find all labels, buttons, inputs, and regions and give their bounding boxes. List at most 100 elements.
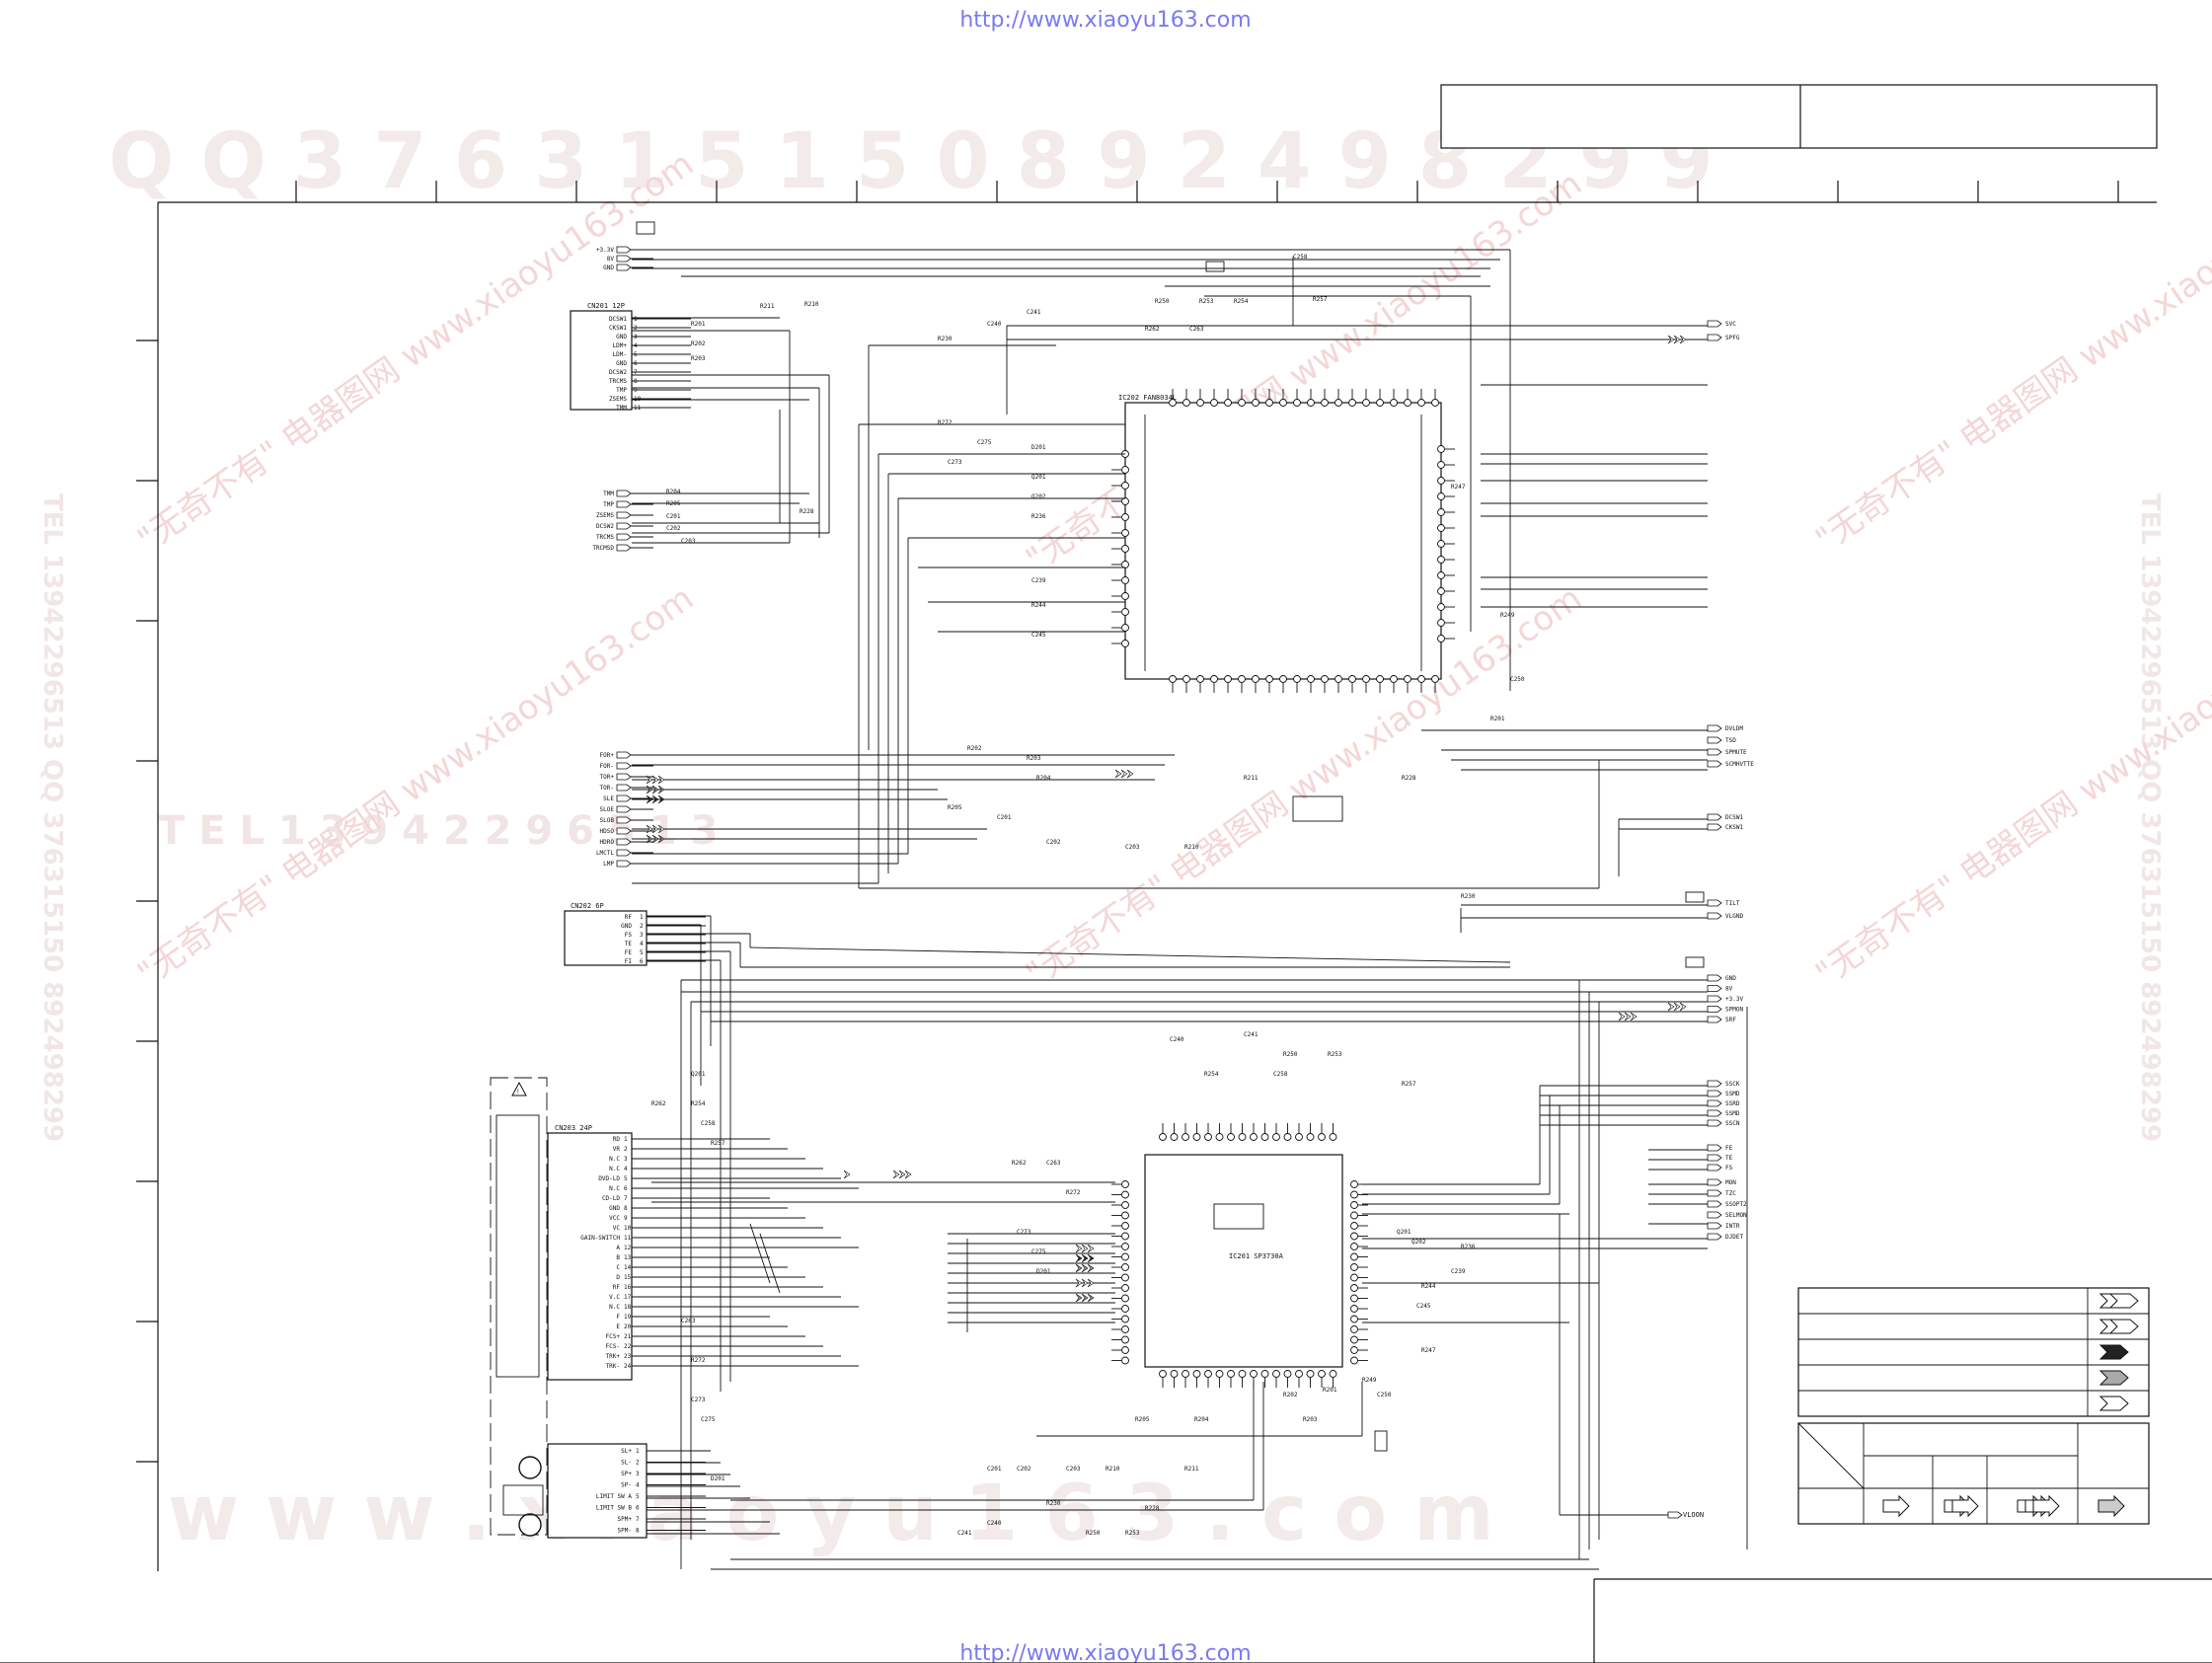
- pin-label: VR: [613, 1146, 621, 1153]
- pin-label: GND: [621, 923, 632, 930]
- signal-label: DVLDM: [1725, 725, 1743, 732]
- signal-label: HDSO: [600, 828, 615, 835]
- signal-label: SSCK: [1725, 1081, 1740, 1088]
- pin-number: 14: [624, 1264, 632, 1271]
- component-label: R253: [1199, 298, 1214, 305]
- flow-arrow-icon: [1630, 1012, 1638, 1021]
- pin-label: LIMIT SW B: [596, 1505, 633, 1512]
- pin-number: 7: [624, 1195, 628, 1202]
- pin-label: SP-: [621, 1482, 632, 1489]
- flow-arrow-icon: [651, 785, 659, 794]
- component-label: C202: [1017, 1466, 1031, 1473]
- component-label: R250: [1086, 1530, 1101, 1537]
- legend: [1797, 1287, 2150, 1525]
- pin-number: 9: [634, 387, 638, 394]
- component-label: R210: [804, 301, 819, 308]
- port-arrow-icon: [616, 827, 632, 835]
- port-arrow-icon: [1707, 823, 1722, 831]
- port-arrow-icon: [1707, 1080, 1722, 1088]
- flow-arrow-icon: [1081, 1263, 1089, 1273]
- signal-label: SSCN: [1725, 1120, 1740, 1127]
- signal-label: SLOE: [600, 806, 615, 813]
- component-label: D201: [711, 1475, 725, 1482]
- port-arrow-icon: [1707, 985, 1722, 992]
- pin-label: V.C: [609, 1294, 620, 1301]
- port-arrow-icon: [1707, 748, 1722, 756]
- signal-label: SSMD: [1725, 1110, 1740, 1117]
- component-label: Q201: [691, 1071, 706, 1078]
- component-label: C240: [1170, 1036, 1184, 1043]
- flow-arrow-icon: [1679, 335, 1687, 344]
- port-arrow-icon: [1707, 1109, 1722, 1117]
- port-arrow-icon: [616, 816, 632, 824]
- flow-arrow-icon: [1667, 1002, 1675, 1012]
- pin-number: 5: [624, 1175, 628, 1182]
- watermark-www-bottom: w w w . x i a o y u 1 6 3 . c o m: [168, 1470, 1493, 1558]
- flow-arrow-icon: [1075, 1263, 1083, 1273]
- flow-arrow-icon: [1673, 335, 1681, 344]
- component-label: R201: [691, 321, 706, 328]
- component-label: C241: [1244, 1031, 1259, 1038]
- pin-label: LIMIT SW A: [596, 1493, 633, 1500]
- flow-arrow-icon: [1087, 1244, 1095, 1253]
- pin-label: A: [616, 1245, 620, 1251]
- flow-arrow-icon: [657, 834, 665, 844]
- flow-arrow-icon: [1081, 1244, 1089, 1253]
- port-arrow-icon: [1707, 334, 1722, 341]
- pin-label: N.C: [609, 1185, 620, 1192]
- legend-arrow-icon: [2098, 1494, 2125, 1518]
- signal-label: SRF: [1725, 1017, 1736, 1023]
- signal-label: SSOPT2: [1725, 1201, 1747, 1208]
- component-label: R201: [1490, 716, 1505, 722]
- component-label: C275: [977, 439, 992, 446]
- pin-number: 24: [624, 1363, 632, 1370]
- signal-label: INTR: [1725, 1223, 1740, 1230]
- flow-arrow-icon: [646, 824, 653, 834]
- signal-label: SPFG: [1725, 335, 1740, 341]
- component-labels: R201R202R203R204R205C201C202C203R210R211…: [651, 254, 1525, 1537]
- signal-label: HDRO: [600, 839, 615, 846]
- signal-label: ZSEMS: [596, 512, 614, 519]
- signal-label: SVC: [1725, 321, 1736, 328]
- port-arrow-icon: [616, 773, 632, 781]
- component-label: R257: [711, 1140, 725, 1147]
- component-label: R272: [938, 419, 953, 426]
- flow-arrow-icon: [1087, 1293, 1095, 1303]
- signal-label: TMP: [603, 501, 614, 508]
- signal-label: SPMON: [1725, 1007, 1743, 1014]
- pin-number: 6: [624, 1185, 628, 1192]
- flow-arrow-icon: [904, 1170, 912, 1179]
- pin-number: 8: [636, 1528, 640, 1535]
- ic201-label: IC201 SP3730A: [1229, 1252, 1284, 1260]
- port-arrow-icon: [616, 805, 632, 813]
- pin-label: SL-: [621, 1460, 632, 1467]
- port-arrow-icon: [1707, 1164, 1722, 1172]
- pin-label: N.C: [609, 1156, 620, 1163]
- watermark-side-left: TEL 13942296513 QQ 376315150 892498299: [38, 493, 67, 1142]
- cn203-title: CN203 24P: [555, 1124, 592, 1132]
- component-label: R203: [1303, 1416, 1318, 1423]
- signal-label: TSD: [1725, 737, 1736, 744]
- pin-number: 3: [634, 334, 638, 340]
- signal-label: DJDET: [1725, 1234, 1743, 1241]
- signal-label: GND: [603, 265, 614, 271]
- component-label: R262: [1145, 326, 1160, 333]
- pin-label: TMP: [616, 387, 627, 394]
- pin-number: 4: [636, 1482, 640, 1489]
- signal-label: FS: [1725, 1165, 1733, 1172]
- component-label: C201: [997, 814, 1012, 821]
- component-label: R253: [1328, 1051, 1342, 1058]
- signal-label: 8V: [607, 256, 615, 263]
- port-arrow-icon: [1707, 1144, 1722, 1152]
- component-label: R253: [1125, 1530, 1140, 1537]
- pin-number: 4: [640, 941, 644, 947]
- component-label: R204: [666, 489, 681, 495]
- pin-label: E: [616, 1323, 620, 1330]
- pin-label: F: [616, 1314, 620, 1321]
- flow-arrow-icon: [1075, 1253, 1083, 1263]
- port-arrow-icon: [1707, 1016, 1722, 1023]
- component-label: Q202: [1031, 493, 1046, 500]
